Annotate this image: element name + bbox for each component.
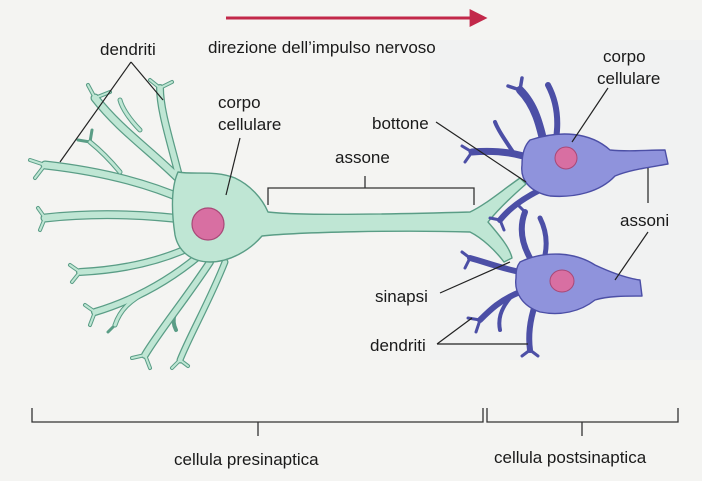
- postsynaptic-cell-label: cellula postsinaptica: [494, 448, 647, 467]
- axon-bracket: [267, 176, 475, 205]
- axons-label: assoni: [620, 211, 669, 230]
- presynaptic-neuron: [28, 78, 527, 370]
- cell-body-left-leader: [225, 137, 241, 196]
- presynaptic-nucleus: [191, 207, 225, 241]
- postsynaptic-cell-body-bottom: [515, 253, 643, 315]
- dendrites-bottom-label: dendriti: [370, 336, 426, 355]
- synapses-leader: [439, 261, 511, 294]
- cell-body-left-label-1: corpo: [218, 93, 261, 112]
- presynaptic-cell-label: cellula presinaptica: [174, 450, 319, 469]
- direction-label: direzione dell’impulso nervoso: [208, 38, 436, 57]
- presynaptic-bracket: [31, 408, 484, 436]
- synapses-label: sinapsi: [375, 287, 428, 306]
- axons-leader-2: [614, 231, 649, 281]
- dendrites-top-leader-1: [59, 61, 132, 163]
- cell-body-right-label-2: cellulare: [597, 69, 660, 88]
- cell-body-left-label-2: cellulare: [218, 115, 281, 134]
- postsynaptic-neuron-bottom: [460, 203, 643, 358]
- dendrites-bottom-leader-1: [436, 317, 473, 345]
- postsynaptic-bracket: [486, 408, 679, 436]
- presynaptic-cell-body: [171, 171, 527, 263]
- postsynaptic-nucleus-top: [554, 146, 578, 170]
- postsynaptic-neuron-top: [460, 76, 669, 232]
- axon-label: assone: [335, 148, 390, 167]
- dendrites-top-leader-2: [130, 61, 164, 101]
- cell-body-right-label-1: corpo: [603, 47, 646, 66]
- button-leader: [435, 121, 527, 183]
- cell-body-right-leader: [571, 87, 609, 143]
- postsynaptic-nucleus-bottom: [549, 269, 575, 293]
- button-label: bottone: [372, 114, 429, 133]
- dendrites-top-label: dendriti: [100, 40, 156, 59]
